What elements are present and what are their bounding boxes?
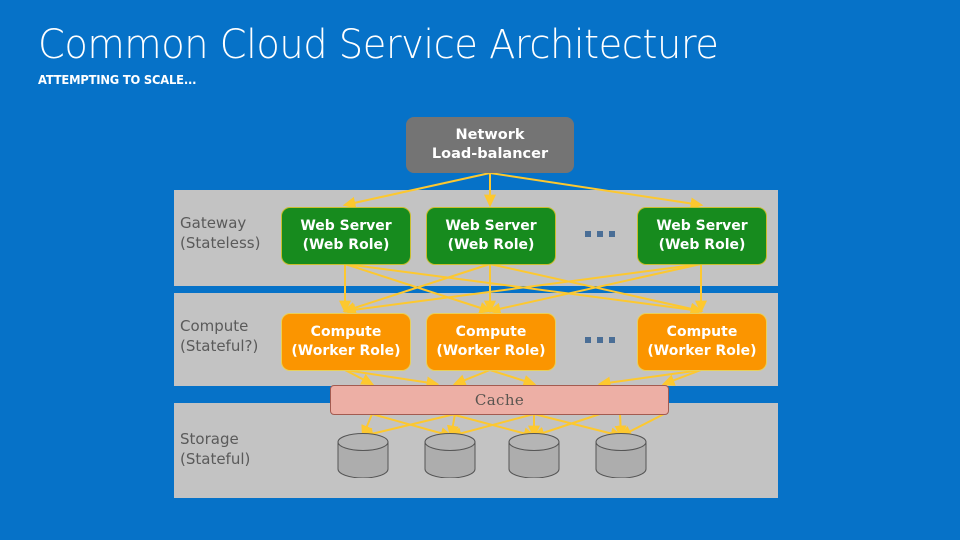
tier-label-storage-line2: (Stateful) [180, 450, 251, 468]
compute-node-2-line1: Compute [455, 324, 527, 340]
network-load-balancer-node[interactable]: Network Load-balancer [406, 117, 574, 173]
load-balancer-line2: Load-balancer [431, 146, 549, 162]
web-server-node-3-line1: Web Server [656, 218, 748, 234]
compute-node-3-line2: (Worker Role) [647, 343, 757, 359]
database-cylinder-icon-4[interactable] [595, 433, 647, 478]
ellipsis-dot [597, 231, 603, 237]
ellipsis-dot [597, 337, 603, 343]
tier-label-gateway-line1: Gateway [180, 214, 247, 232]
ellipsis-dot [585, 337, 591, 343]
web-server-node-3-line2: (Web Role) [658, 237, 746, 253]
page-subtitle: ATTEMPTING TO SCALE... [38, 72, 197, 87]
compute-node-2-line2: (Worker Role) [436, 343, 546, 359]
web-server-node-1[interactable]: Web Server (Web Role) [281, 207, 411, 265]
tier-label-gateway: Gateway (Stateless) [180, 213, 260, 253]
web-server-node-2[interactable]: Web Server (Web Role) [426, 207, 556, 265]
database-cylinder-icon-2[interactable] [424, 433, 476, 478]
ellipsis-dot [609, 337, 615, 343]
tier-label-storage: Storage (Stateful) [180, 429, 250, 469]
compute-node-3[interactable]: Compute (Worker Role) [637, 313, 767, 371]
web-server-node-1-line1: Web Server [300, 218, 392, 234]
compute-node-1[interactable]: Compute (Worker Role) [281, 313, 411, 371]
ellipsis-dot [609, 231, 615, 237]
load-balancer-line1: Network [455, 127, 525, 143]
compute-node-3-line1: Compute [666, 324, 738, 340]
cache-label: Cache [474, 391, 525, 409]
tier-label-storage-line1: Storage [180, 430, 239, 448]
tier-label-compute: Compute (Stateful?) [180, 316, 258, 356]
compute-node-1-line2: (Worker Role) [291, 343, 401, 359]
web-server-node-1-line2: (Web Role) [302, 237, 390, 253]
web-tier-ellipsis-icon [578, 231, 622, 237]
tier-label-compute-line2: (Stateful?) [180, 337, 259, 355]
database-cylinder-icon-1[interactable] [337, 433, 389, 478]
cache-bar[interactable]: Cache [330, 385, 669, 415]
tier-label-gateway-line2: (Stateless) [180, 234, 261, 252]
tier-label-compute-line1: Compute [180, 317, 249, 335]
tier-panel-storage [174, 403, 778, 498]
database-cylinder-icon-3[interactable] [508, 433, 560, 478]
title-block: Common Cloud Service Architecture ATTEMP… [38, 22, 918, 87]
compute-tier-ellipsis-icon [578, 337, 622, 343]
compute-node-2[interactable]: Compute (Worker Role) [426, 313, 556, 371]
ellipsis-dot [585, 231, 591, 237]
page-title: Common Cloud Service Architecture [38, 22, 719, 68]
compute-node-1-line1: Compute [310, 324, 382, 340]
web-server-node-2-line2: (Web Role) [447, 237, 535, 253]
web-server-node-2-line1: Web Server [445, 218, 537, 234]
web-server-node-3[interactable]: Web Server (Web Role) [637, 207, 767, 265]
